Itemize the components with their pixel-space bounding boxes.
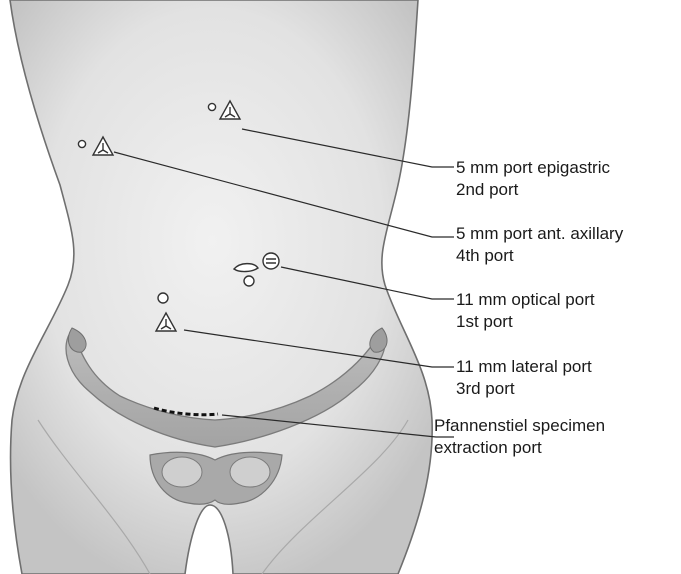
callout-labels: 5 mm port epigastric 2nd port 5 mm port … (434, 158, 628, 457)
label-axillary-line2: 4th port (456, 246, 514, 265)
port-circle-icon (244, 276, 254, 286)
label-epigastric: 5 mm port epigastric 2nd port (456, 158, 615, 199)
label-epigastric-line1: 5 mm port epigastric (456, 158, 610, 177)
label-optical-line2: 1st port (456, 312, 513, 331)
label-pfannenstiel-line2: extraction port (434, 438, 542, 457)
label-lateral: 11 mm lateral port 3rd port (456, 357, 596, 398)
label-lateral-line1: 11 mm lateral port (456, 357, 592, 376)
label-axillary: 5 mm port ant. axillary 4th port (456, 224, 628, 265)
label-axillary-line1: 5 mm port ant. axillary (456, 224, 624, 243)
label-optical-line1: 11 mm optical port (456, 290, 595, 309)
label-pfannenstiel-line1: Pfannenstiel specimen (434, 416, 605, 435)
label-pfannenstiel: Pfannenstiel specimen extraction port (434, 416, 610, 457)
optical-port-icon (263, 253, 279, 269)
port-circle-icon (78, 140, 85, 147)
label-lateral-line2: 3rd port (456, 379, 515, 398)
label-epigastric-line2: 2nd port (456, 180, 519, 199)
port-circle-icon (158, 293, 168, 303)
label-optical: 11 mm optical port 1st port (456, 290, 599, 331)
port-circle-icon (208, 103, 215, 110)
